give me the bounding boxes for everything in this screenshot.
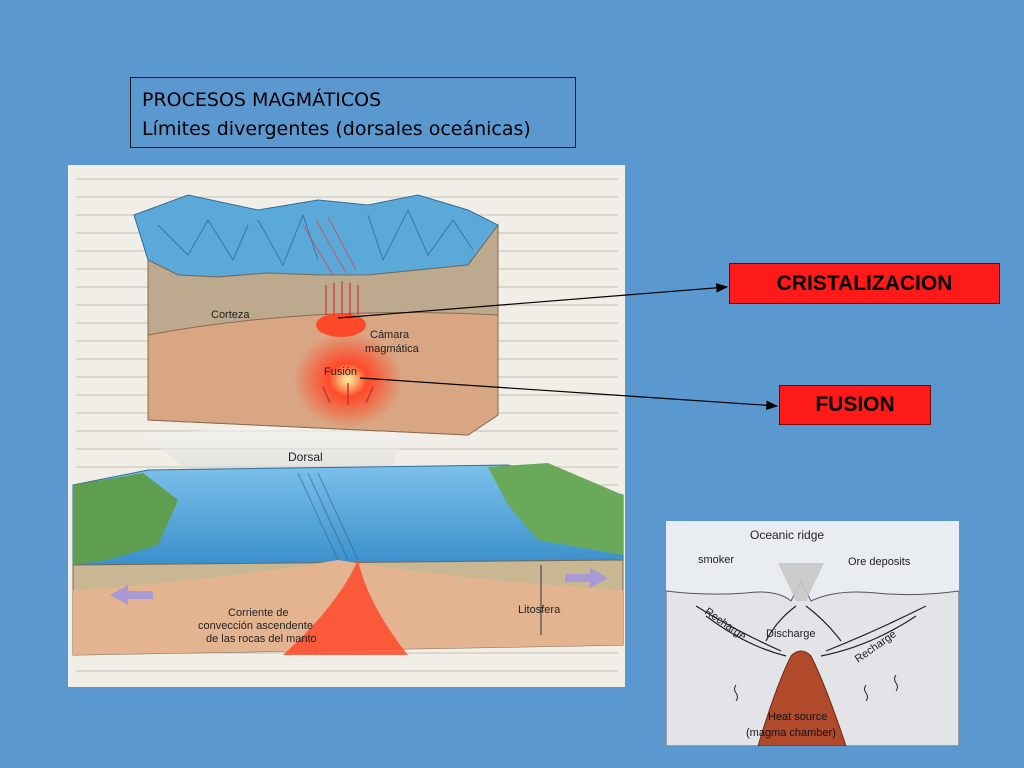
label-heat-source-2: (magma chamber) — [746, 727, 836, 739]
left-arrow-icon — [110, 585, 153, 605]
magma-chamber-shape — [316, 313, 366, 337]
smoker-plume — [778, 563, 824, 601]
label-camara-1: Cámara — [370, 329, 410, 341]
label-dorsal: Dorsal — [288, 450, 323, 464]
label-corriente-1: Corriente de — [228, 607, 289, 619]
label-discharge: Discharge — [766, 628, 816, 640]
upper-block: Corteza Cámara magmática Fusión — [133, 194, 499, 436]
label-heat-source-1: Heat source — [768, 711, 827, 723]
divergent-boundary-illustration: Corteza Cámara magmática Fusión Dorsal C… — [72, 178, 624, 672]
lower-block: Dorsal Corriente de convección ascendent… — [72, 450, 624, 656]
title-line-2: Límites divergentes (dorsales oceánicas) — [142, 118, 531, 140]
hydrothermal-illustration: Oceanic ridge smoker Ore deposits Rechar… — [666, 528, 959, 746]
hydrothermal-figure: Oceanic ridge smoker Ore deposits Rechar… — [666, 521, 959, 746]
label-ore-deposits: Ore deposits — [848, 556, 911, 568]
upwelling-magma — [283, 560, 408, 655]
magma-chamber — [757, 650, 847, 746]
label-camara-2: magmática — [365, 343, 420, 355]
label-corriente-2: convección ascendente — [198, 620, 313, 632]
label-fusion: Fusión — [324, 366, 357, 378]
label-oceanic-ridge: Oceanic ridge — [750, 528, 824, 542]
title-box: PROCESOS MAGMÁTICOS Límites divergentes … — [130, 77, 576, 148]
right-arrow-icon — [565, 568, 608, 588]
label-corriente-3: de las rocas del manto — [206, 633, 317, 645]
label-corteza: Corteza — [211, 309, 250, 321]
callout-fusion: FUSION — [779, 385, 931, 425]
label-smoker: smoker — [698, 554, 734, 566]
divergent-boundary-figure: Corteza Cámara magmática Fusión Dorsal C… — [68, 165, 625, 687]
label-litosfera: Litosfera — [518, 604, 561, 616]
title-line-1: PROCESOS MAGMÁTICOS — [142, 89, 382, 111]
callout-cristalizacion: CRISTALIZACION — [729, 263, 1000, 304]
